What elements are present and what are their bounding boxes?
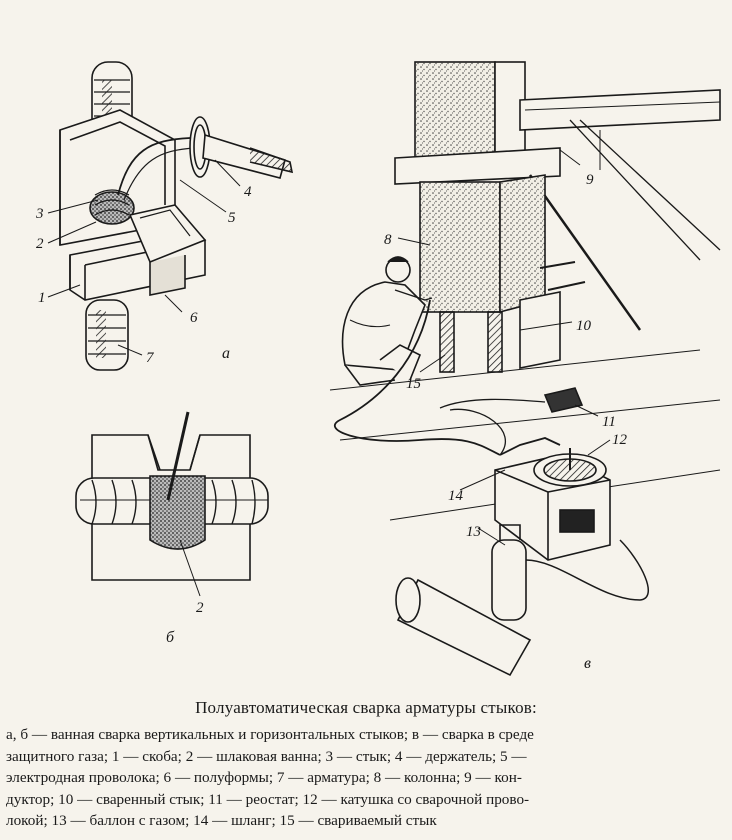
- caption-body: а, б — ванная сварка вертикальных и гори…: [6, 724, 722, 832]
- label-14: 14: [448, 488, 464, 504]
- caption-line: электродная проволока; 6 — полуформы; 7 …: [6, 769, 522, 786]
- label-5: 5: [228, 210, 236, 226]
- label-13: 13: [466, 524, 481, 540]
- leader-line-2b: [179, 539, 201, 597]
- worker-figure: [341, 256, 433, 386]
- welding-figure: 3 2 1 4 5 6 7 а 2 б: [35, 61, 721, 677]
- leader-lines-a: [47, 159, 241, 356]
- panel-label-b: б: [166, 629, 175, 646]
- caption-line: а, б — ванная сварка вертикальных и гори…: [6, 726, 534, 743]
- label-1: 1: [38, 290, 46, 306]
- label-9: 9: [586, 172, 594, 188]
- leader-lines-v: [397, 149, 611, 546]
- caption-title: Полуавтоматическая сварка арматуры стыко…: [195, 698, 537, 717]
- label-4: 4: [244, 184, 252, 200]
- label-6: 6: [190, 310, 198, 326]
- label-15: 15: [406, 376, 422, 392]
- panel-label-v: в: [584, 655, 591, 672]
- caption-line: локой; 13 — баллон с газом; 14 — шланг; …: [6, 812, 437, 829]
- diagram-b-horizontal-joint: [75, 411, 269, 581]
- label-2: 2: [36, 236, 44, 252]
- panel-label-a: а: [222, 345, 230, 362]
- label-11: 11: [602, 414, 616, 430]
- diagram-a-vertical-joint: [59, 61, 294, 371]
- label-8: 8: [384, 232, 392, 248]
- diagram-v-gas-shielded: [329, 61, 721, 677]
- caption-line: дуктор; 10 — сваренный стык; 11 — реоста…: [6, 790, 530, 808]
- caption-line: защитного газа; 1 — скоба; 2 — шлаковая …: [6, 747, 527, 765]
- label-10: 10: [576, 318, 592, 334]
- label-2-bath: 2: [196, 600, 204, 616]
- label-12: 12: [612, 432, 628, 448]
- label-3: 3: [35, 206, 44, 222]
- label-7: 7: [146, 350, 155, 366]
